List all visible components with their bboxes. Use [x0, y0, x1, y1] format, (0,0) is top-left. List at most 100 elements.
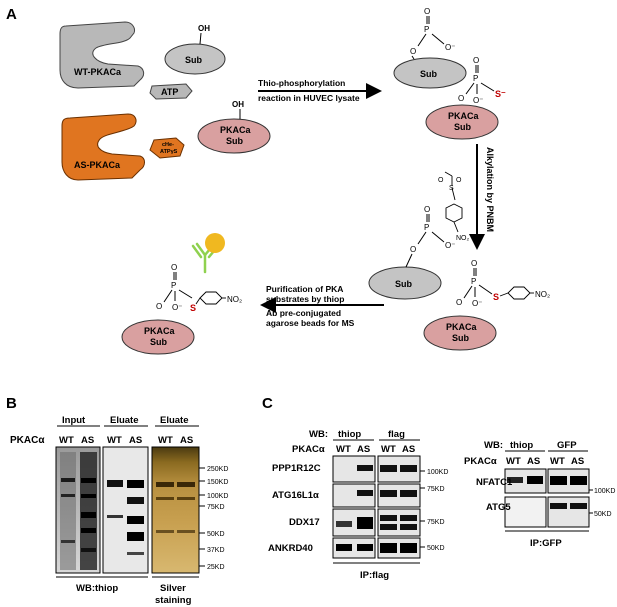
c-left-marker-100: 100KD [427, 469, 448, 476]
b-lane-wt-3: WT [158, 435, 173, 446]
sub-ellipse-2 [393, 57, 467, 89]
b-marker-100: 100KD [207, 493, 228, 500]
atp-shape [149, 83, 193, 100]
pkaca-sub-3-line2: Sub [452, 333, 470, 343]
c-right-group-gfp: GFP [557, 440, 577, 451]
wt-pkaca-label: WT-PKACa [74, 67, 122, 77]
arrow3-line1: Purification of PKA [266, 284, 343, 294]
atom-o-7: O [471, 259, 477, 268]
b-group-input: Input [62, 415, 86, 426]
bond-po-3 [431, 33, 445, 45]
oh-label-2: OH [232, 100, 244, 109]
bond-po-9 [431, 231, 445, 243]
pkaca-sub-1-line2: Sub [226, 136, 244, 146]
arrow1-line2: reaction in HUVEC lysate [258, 93, 360, 103]
b-marker-150: 150KD [207, 479, 228, 486]
pnbm-no2: NO₂ [456, 235, 470, 242]
s-minus-label: S⁻ [495, 89, 506, 99]
arrow2-label: Alkylation by PNBM [485, 147, 495, 232]
atom-o-8: O [456, 298, 462, 307]
c-right-marker-50: 50KD [594, 511, 612, 518]
atom-o-10: O [156, 302, 162, 311]
c-left-lane-as-2: AS [402, 444, 415, 455]
c-right-blots [504, 468, 590, 528]
c-left-row-label: PKACα [292, 444, 325, 455]
pkaca-sub-2-line1: PKACa [448, 111, 480, 121]
c-row-ddx17: DDX17 [289, 517, 320, 528]
c-right-lane-wt-2: WT [550, 456, 565, 467]
atom-o-2: O [410, 47, 416, 56]
b-lane-wt-2: WT [107, 435, 122, 446]
atom-p-5: P [171, 281, 176, 290]
c-right-group-thiop: thiop [510, 440, 533, 451]
atp-label: ATP [161, 87, 178, 97]
ce-atpgs-line1: cHe- [162, 142, 174, 148]
panel-a-letter: A [6, 6, 17, 23]
ce-atpgs-shape [149, 137, 185, 159]
b-marker-37: 37KD [207, 547, 225, 554]
pkaca-sub-1-line1: PKACa [220, 125, 252, 135]
sub-label-1: Sub [185, 55, 203, 65]
c-left-marker-ticks [420, 470, 425, 548]
b-marker-250: 250KD [207, 466, 228, 473]
atom-o-minus-3: O⁻ [445, 241, 455, 250]
atom-o-3: O [473, 56, 479, 65]
bond-o-sub-2 [405, 253, 413, 268]
c-left-footer: IP:flag [360, 570, 389, 581]
no2-label-2: NO₂ [227, 295, 242, 304]
bond-o-sub [411, 55, 415, 60]
b-marker-ticks [199, 467, 205, 567]
pkaca-sub-ellipse-1 [197, 118, 271, 154]
atom-o-4: O [458, 94, 464, 103]
atom-p-3: P [424, 223, 429, 232]
nitrobenzyl-2 [195, 291, 226, 305]
s-label-2: S [190, 303, 196, 313]
bond-po-5 [465, 82, 475, 95]
c-left-marker-75b: 75KD [427, 519, 445, 526]
no2-label-1: NO₂ [535, 290, 550, 299]
sub-ellipse-1 [164, 43, 226, 75]
b-lane-wt-1: WT [59, 435, 74, 446]
c-left-marker-50: 50KD [427, 545, 445, 552]
panel-b-row-label: PKACα [10, 435, 45, 446]
c-right-footer: IP:GFP [530, 538, 562, 549]
b-lane-as-1: AS [81, 435, 94, 446]
atom-p-2: P [473, 74, 478, 83]
arrow3-line2: substrates by thiop [266, 294, 344, 304]
b-marker-25: 25KD [207, 564, 225, 571]
arrow3-line4: agarose beads for MS [266, 318, 355, 328]
c-right-lane-wt-1: WT [506, 456, 521, 467]
c-row-atg5: ATG5 [486, 502, 511, 513]
bond-po-11 [463, 285, 473, 299]
s-label-1: S [493, 292, 499, 302]
atom-o-1: O [424, 7, 430, 16]
c-row-ppp1r12c: PPP1R12C [272, 463, 321, 474]
c-left-group-flag: flag [388, 429, 405, 440]
b-group-eluate-1: Eluate [110, 415, 139, 426]
bond-po-8 [417, 231, 427, 245]
panel-c-letter: C [262, 395, 273, 412]
as-pkaca-shape [61, 113, 145, 181]
pkaca-sub-2-line2: Sub [454, 122, 472, 132]
b-footer-wb: WB:thiop [76, 583, 118, 594]
b-marker-50: 50KD [207, 531, 225, 538]
b-footer-silver-2: staining [155, 595, 192, 606]
pkaca-sub-ellipse-3 [423, 315, 497, 351]
atom-o-minus-5: O⁻ [172, 303, 182, 312]
ce-atpgs-line2: ATPγS [160, 149, 178, 155]
arrow1-line1: Thio-phosphorylation [258, 78, 345, 88]
c-right-lane-as-1: AS [527, 456, 540, 467]
nitrobenzyl-1 [499, 286, 534, 300]
c-left-blots [332, 455, 421, 559]
c-row-ankrd40: ANKRD40 [268, 543, 313, 554]
atom-o-6: O [410, 245, 416, 254]
pkaca-sub-ellipse-4 [121, 319, 195, 355]
bond-ps-1 [480, 82, 495, 92]
pkaca-sub-3-line1: PKACa [446, 322, 478, 332]
pnbm-o-2: O [456, 177, 462, 184]
b-blot-input [55, 446, 101, 574]
b-blot-silver [151, 446, 200, 574]
bond-ps-3 [178, 289, 193, 299]
sub-label-2: Sub [420, 69, 438, 79]
